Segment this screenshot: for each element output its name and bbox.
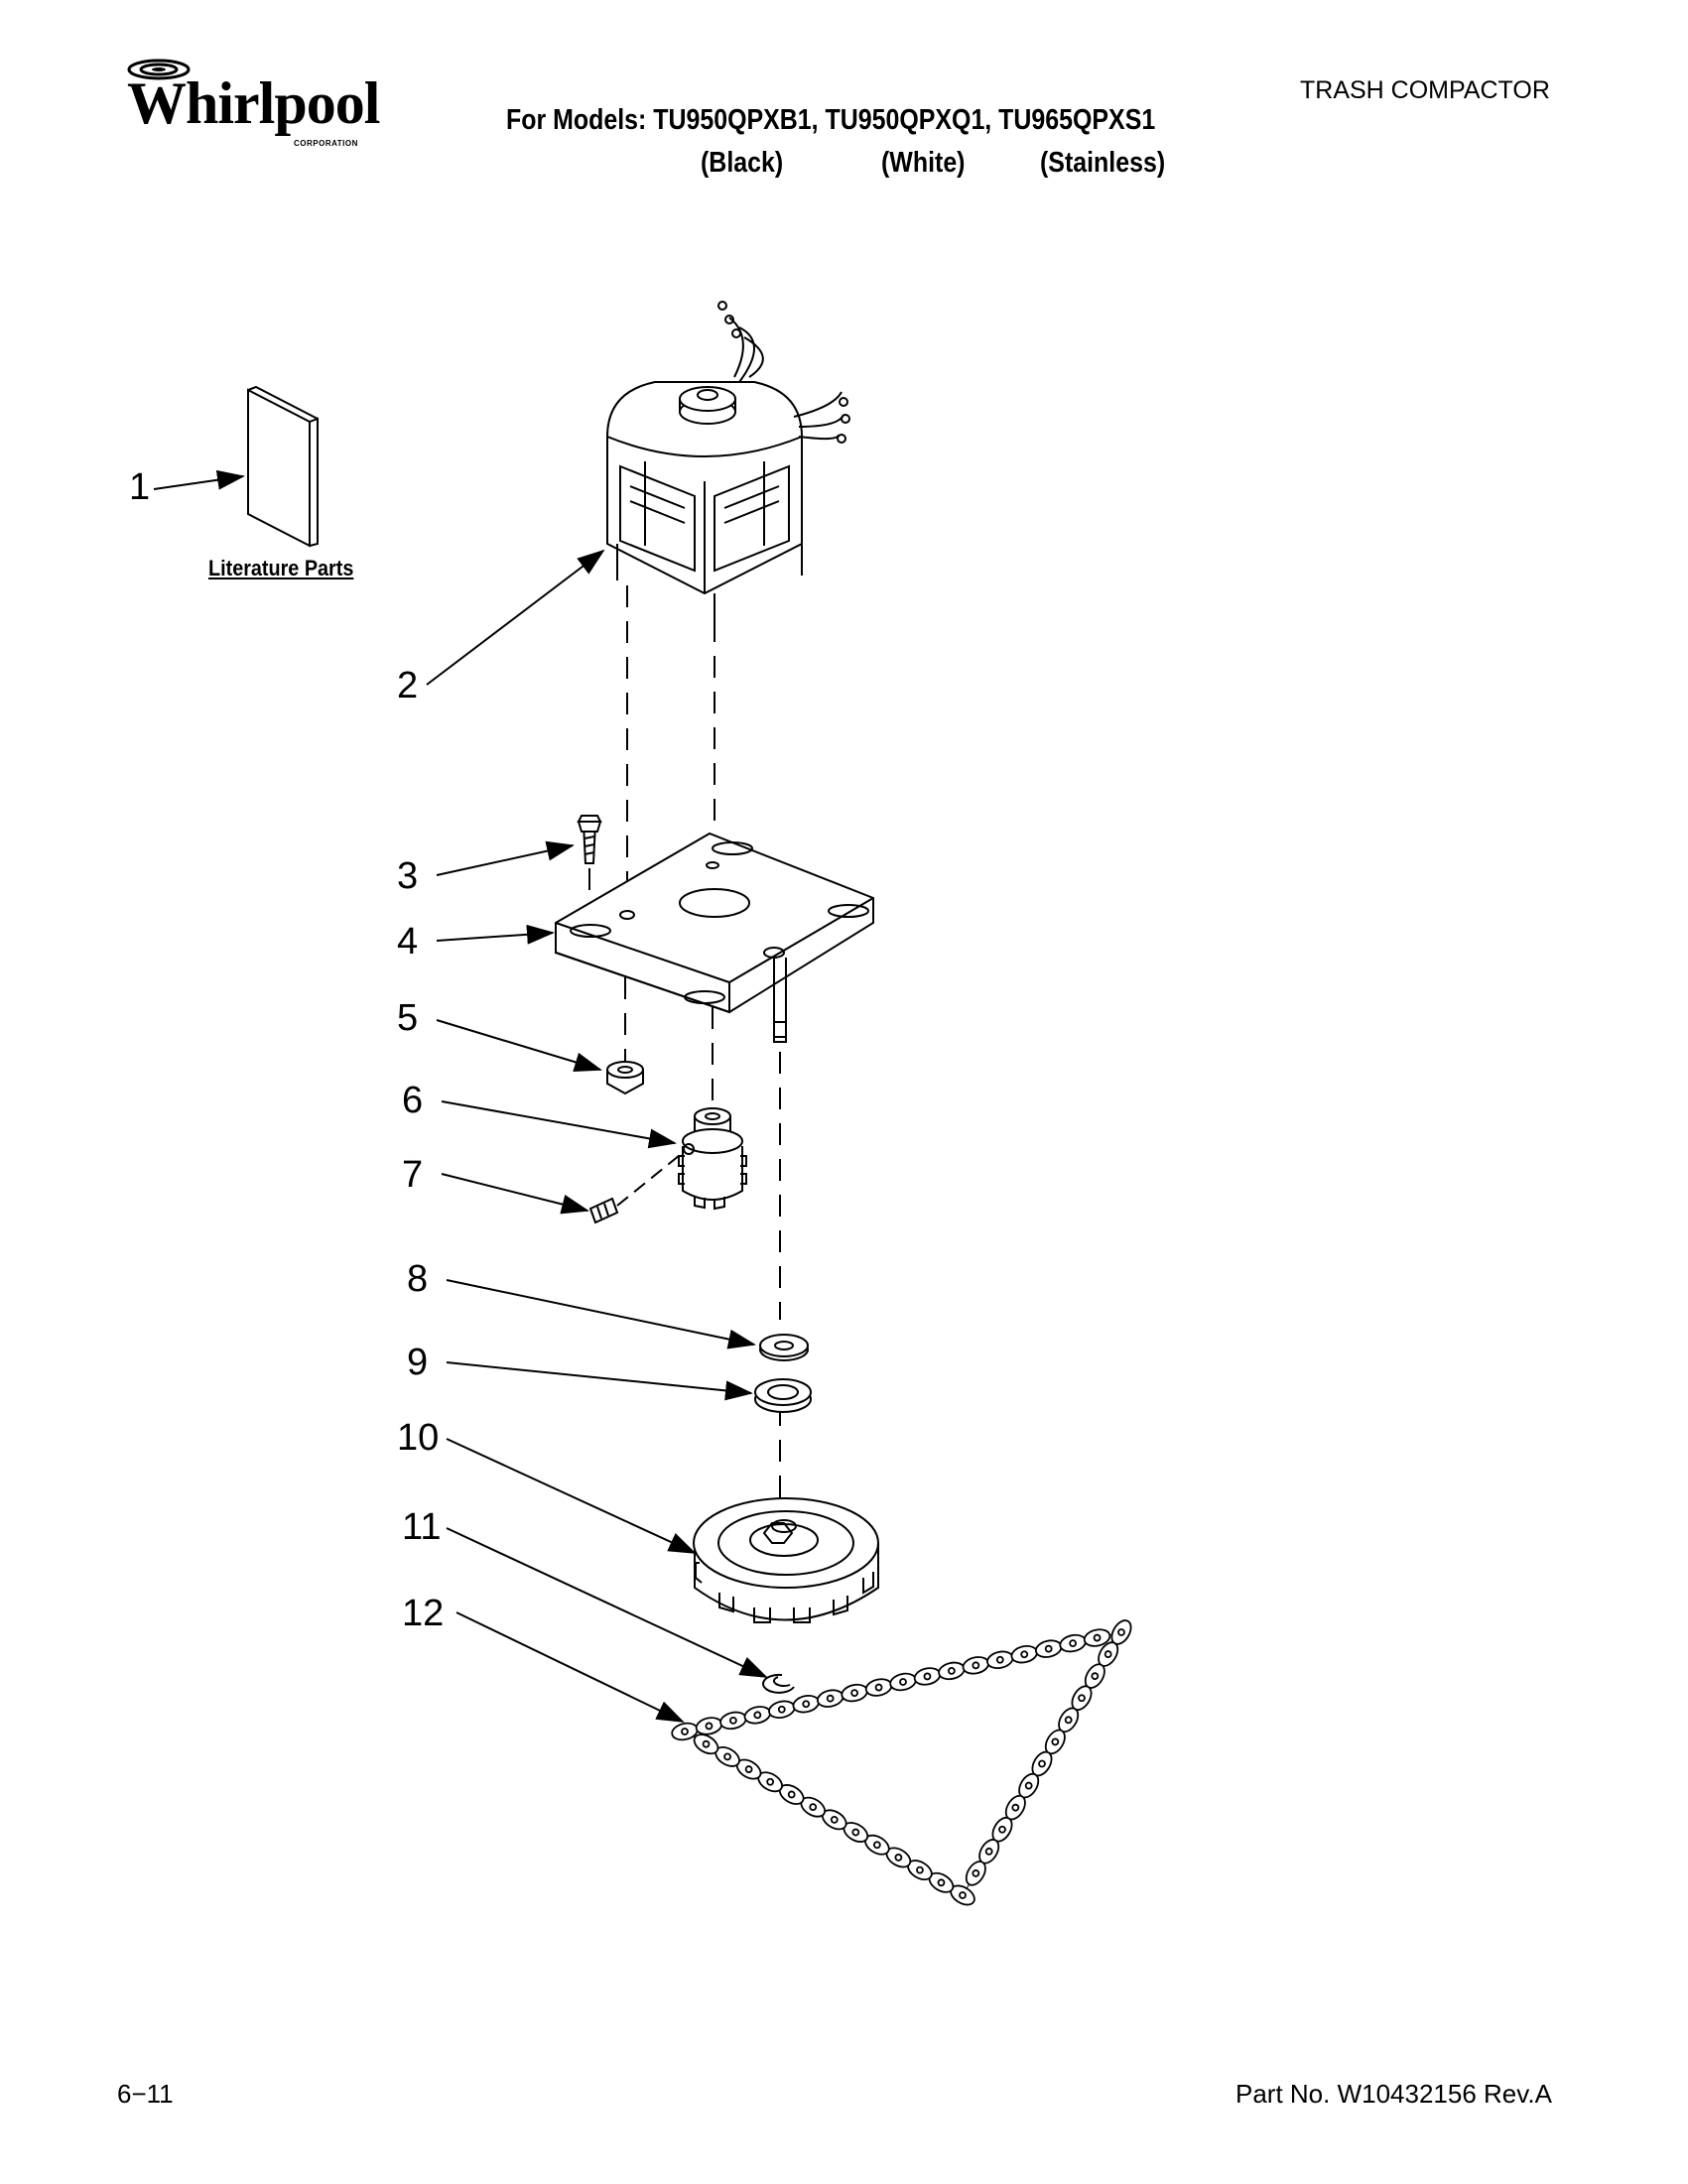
callout-12: 12 [402,1593,445,1634]
chain-pin [1020,1650,1029,1659]
chain-pin [894,1854,903,1862]
chain-pin [1091,1672,1100,1681]
chain-link [695,1717,723,1735]
chain-pin [1024,1781,1033,1790]
brand-wordmark: Whirlpool [127,70,380,136]
callout-3: 3 [397,855,419,897]
chain-pin [802,1700,811,1709]
chain-pin [702,1739,711,1748]
chain-pin [766,1777,775,1786]
washer-large-icon [754,1378,812,1413]
chain-pin [1093,1633,1102,1642]
callout-11: 11 [402,1506,442,1548]
callout-7: 7 [402,1154,424,1196]
callout-9: 9 [407,1342,429,1383]
chain-pin [830,1815,839,1824]
chain-link [986,1650,1014,1669]
chain-pin [916,1865,924,1874]
color-stainless: (Stainless) [1040,147,1166,179]
screw-icon [577,815,602,864]
chain-pin [1069,1639,1078,1648]
chain-link [693,1734,719,1755]
retaining-ring-icon [762,1673,795,1694]
chain-link [938,1661,966,1681]
footer-part-number: Part No. W10432156 Rev.A [1235,2079,1552,2109]
chain-pin [972,1869,980,1877]
chain-pin [826,1694,835,1703]
callout-2: 2 [397,665,419,707]
chain-pin [809,1803,818,1812]
literature-book-icon [247,385,319,548]
chain-pin [947,1666,956,1675]
color-black: (Black) [701,147,784,179]
pinion-gear-icon [678,1107,747,1211]
chain-link [889,1672,917,1692]
models-line: For Models: TU950QPXB1, TU950QPXQ1, TU96… [506,104,1156,136]
callout-4: 4 [397,921,419,963]
chain-pin [874,1683,883,1692]
chain-pin [995,1655,1004,1664]
chain-link [864,1678,893,1697]
chain-pin [1038,1759,1046,1768]
chain-pin [1064,1716,1073,1725]
chain-pin [850,1689,859,1698]
chain-pin [851,1828,860,1837]
chain-pin [1051,1737,1060,1746]
chain-pin [705,1722,714,1731]
chain-link [913,1667,942,1686]
chain-link [965,1861,986,1886]
chain-pin [777,1705,786,1714]
sprocket-gear-icon [693,1497,879,1623]
chain-link [768,1700,796,1719]
chain-pin [1044,1644,1053,1653]
whirlpool-logo [119,55,387,164]
brand-corporation: CORPORATION [294,139,358,148]
chain-pin [899,1678,907,1686]
chain-pin [1011,1803,1020,1812]
chain-pin [923,1672,932,1681]
chain-link [1034,1639,1063,1658]
callout-5: 5 [397,997,419,1039]
chain-pin [872,1841,881,1850]
callout-1: 1 [129,466,151,508]
callout-10: 10 [397,1417,440,1459]
chain-pin [753,1711,762,1720]
washer-small-icon [759,1334,809,1361]
chain-pin [681,1728,689,1735]
chain-pin [1117,1628,1125,1636]
chain-link [816,1689,844,1708]
chain-pin [744,1765,753,1773]
chain-link [792,1695,820,1714]
chain-pin [998,1825,1006,1834]
motor-icon [605,301,850,620]
drive-chain-icon [671,1619,1132,1906]
chain-link [962,1656,990,1675]
whirlpool-swirl-icon [127,59,191,80]
chain-link [1083,1628,1111,1647]
literature-parts-label: Literature Parts [208,556,354,580]
chain-pin [723,1752,731,1761]
chain-pin [959,1891,967,1899]
chain-pin [972,1661,980,1670]
product-category: TRASH COMPACTOR [1300,76,1550,104]
chain-pin [1104,1650,1112,1658]
chain-link [719,1711,747,1731]
callout-8: 8 [407,1258,429,1300]
chain-link [1010,1645,1038,1664]
chain-link [1059,1633,1087,1653]
mounting-plate-icon [555,832,874,1043]
chain-pin [787,1790,796,1799]
callout-6: 6 [402,1080,424,1121]
chain-pin [937,1878,946,1887]
chain-pin [984,1847,993,1856]
footer-date: 6−11 [117,2079,174,2109]
chain-link [841,1683,868,1703]
set-screw-icon [588,1150,686,1224]
color-white: (White) [881,147,966,179]
chain-link [743,1706,772,1725]
hex-nut-icon [606,1061,644,1095]
chain-pin [1078,1694,1086,1703]
chain-pin [728,1716,737,1725]
